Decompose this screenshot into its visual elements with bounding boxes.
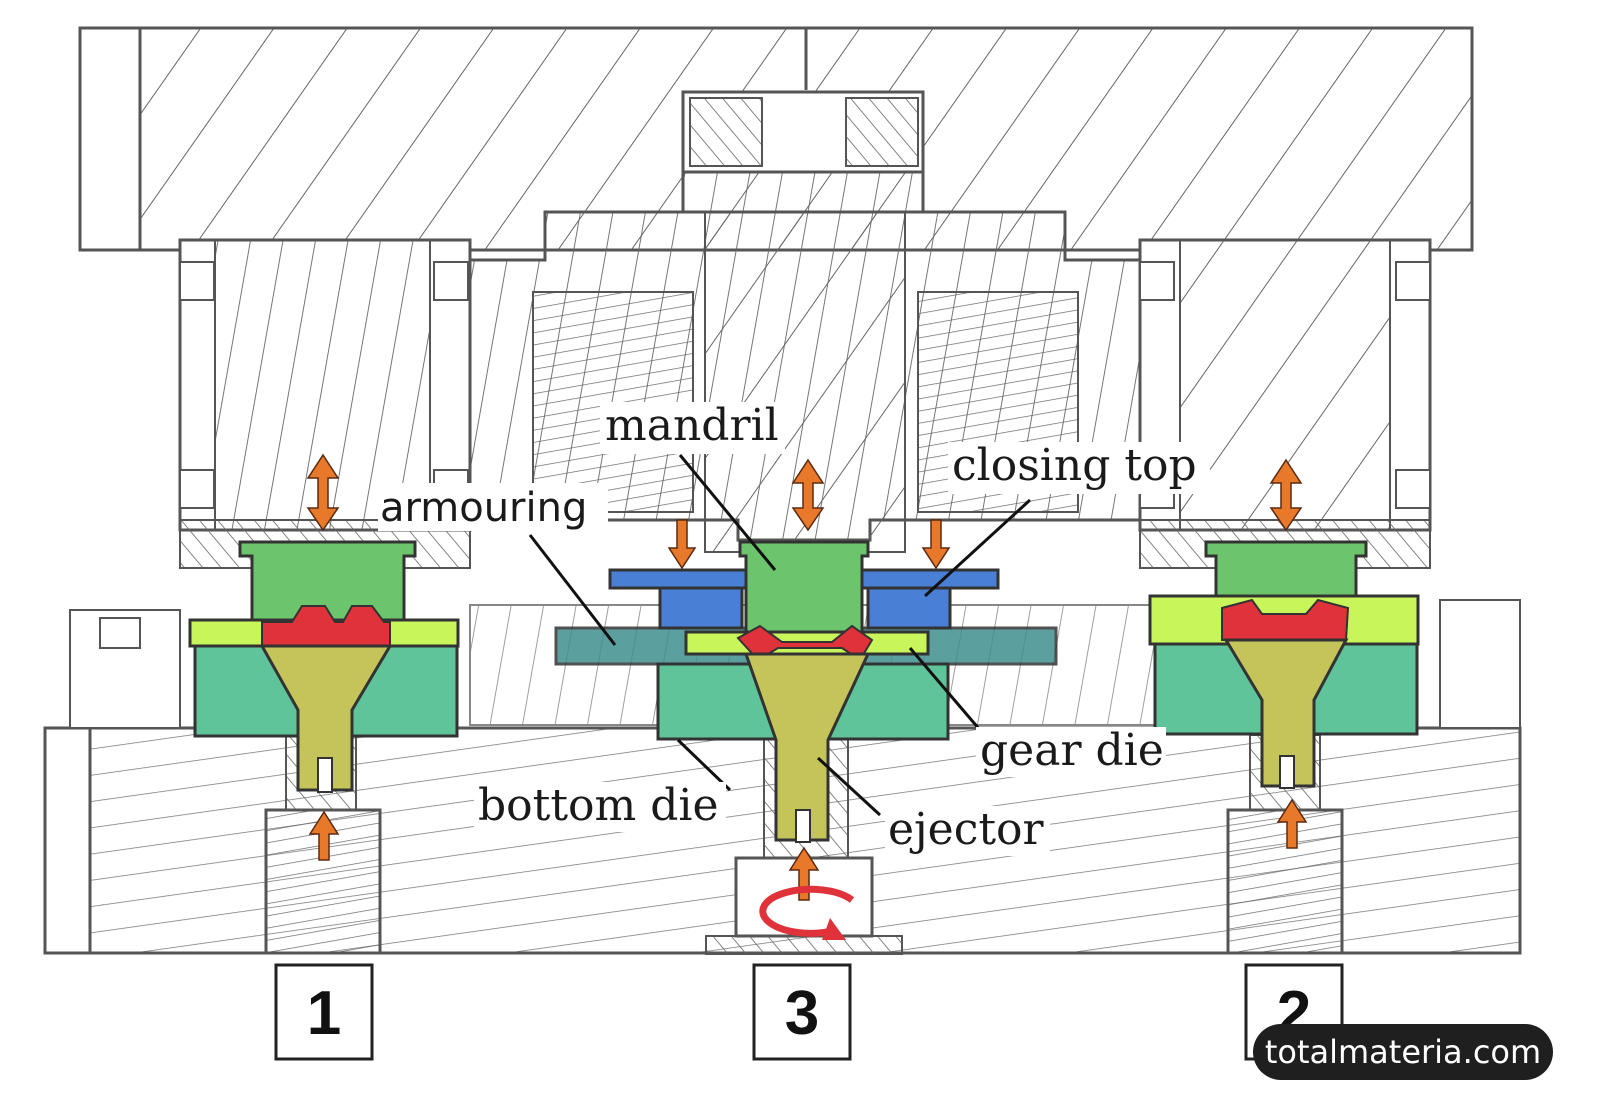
station-box-1: 1: [274, 963, 374, 1061]
motion-arrows: [306, 453, 1308, 901]
station-3-tooling: [554, 540, 1058, 843]
up-arrow-icon: [308, 810, 340, 861]
double-arrow-icon: [306, 453, 340, 532]
down-arrow-icon: [667, 519, 697, 570]
label-ejector: ejector: [888, 804, 1045, 855]
station-number: 3: [785, 979, 819, 1048]
station-1-tooling: [188, 540, 460, 793]
label-closing-top: closing top: [952, 440, 1197, 491]
labels: mandril closing top armouring gear die b…: [378, 400, 1210, 856]
station-number: 1: [307, 979, 341, 1048]
label-bottom-die: bottom die: [478, 780, 719, 831]
station-box-3: 3: [752, 963, 852, 1061]
up-arrow-icon: [1276, 798, 1308, 849]
rotation-arrow-icon: [759, 885, 855, 940]
down-arrow-icon: [921, 519, 951, 570]
label-mandril: mandril: [605, 400, 779, 451]
label-armouring: armouring: [380, 485, 587, 531]
label-gear-die: gear die: [980, 725, 1164, 776]
watermark-badge: totalmateria.com: [1253, 1024, 1553, 1080]
double-arrow-icon: [1269, 458, 1303, 532]
double-arrow-icon: [791, 458, 825, 532]
watermark-text: totalmateria.com: [1265, 1033, 1541, 1071]
station-2-tooling: [1148, 540, 1420, 789]
station-numbers: 1 3 2: [274, 963, 1344, 1061]
leader-lines: [528, 454, 1032, 817]
up-arrow-icon: [788, 846, 820, 901]
